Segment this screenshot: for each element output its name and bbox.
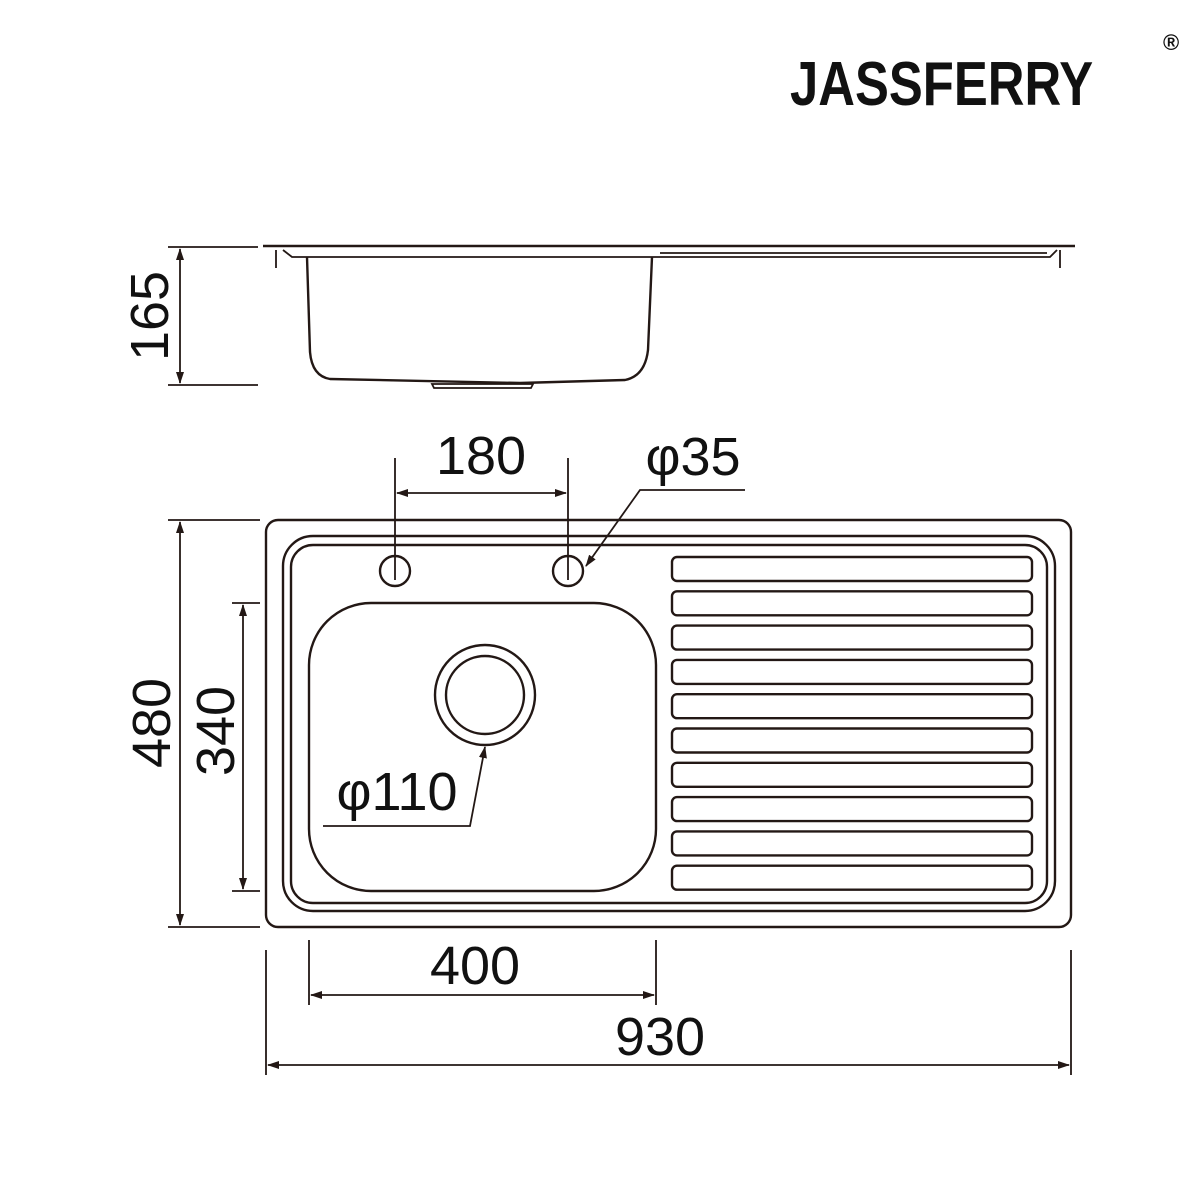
brand-name: JASSFERRY (790, 50, 1093, 119)
drain-groove (670, 830, 1034, 857)
dimension-length: 930 (265, 950, 1072, 1075)
drain-groove (670, 590, 1034, 617)
length-label: 930 (615, 1007, 705, 1067)
dimension-tap-hole: φ35 (585, 427, 745, 567)
drain-inner (444, 654, 526, 736)
dimension-height: 165 (120, 246, 258, 386)
bowl-depth-label: 340 (186, 686, 246, 776)
drain-label: φ110 (336, 762, 457, 822)
registered-mark: ® (1163, 30, 1179, 55)
dimension-width: 480 (122, 519, 260, 928)
drain-groove (670, 693, 1034, 720)
tap-spacing-label: 180 (436, 426, 526, 486)
drain-groove (670, 658, 1034, 686)
bowl-width-label: 400 (430, 936, 520, 996)
drain-groove (670, 624, 1034, 651)
width-label: 480 (122, 678, 182, 768)
drain-groove (670, 727, 1034, 754)
dimension-drain: φ110 (323, 746, 487, 827)
drainboard-grooves (670, 555, 1034, 891)
side-profile (263, 244, 1075, 389)
dimension-bowl-depth: 340 (186, 602, 260, 892)
bowl (307, 601, 658, 893)
drain-groove (670, 864, 1034, 891)
drain-groove (670, 795, 1034, 823)
dimension-bowl-width: 400 (308, 936, 657, 1005)
sink-top-view (264, 518, 1073, 929)
brand-logo: JASSFERRY ® (790, 30, 1179, 119)
drain-groove (670, 555, 1034, 583)
tap-hole-label: φ35 (645, 427, 740, 487)
dimension-tap-spacing: 180 (394, 426, 569, 580)
height-label: 165 (120, 271, 180, 361)
drain-outer (433, 643, 537, 747)
drain-groove (670, 761, 1034, 788)
